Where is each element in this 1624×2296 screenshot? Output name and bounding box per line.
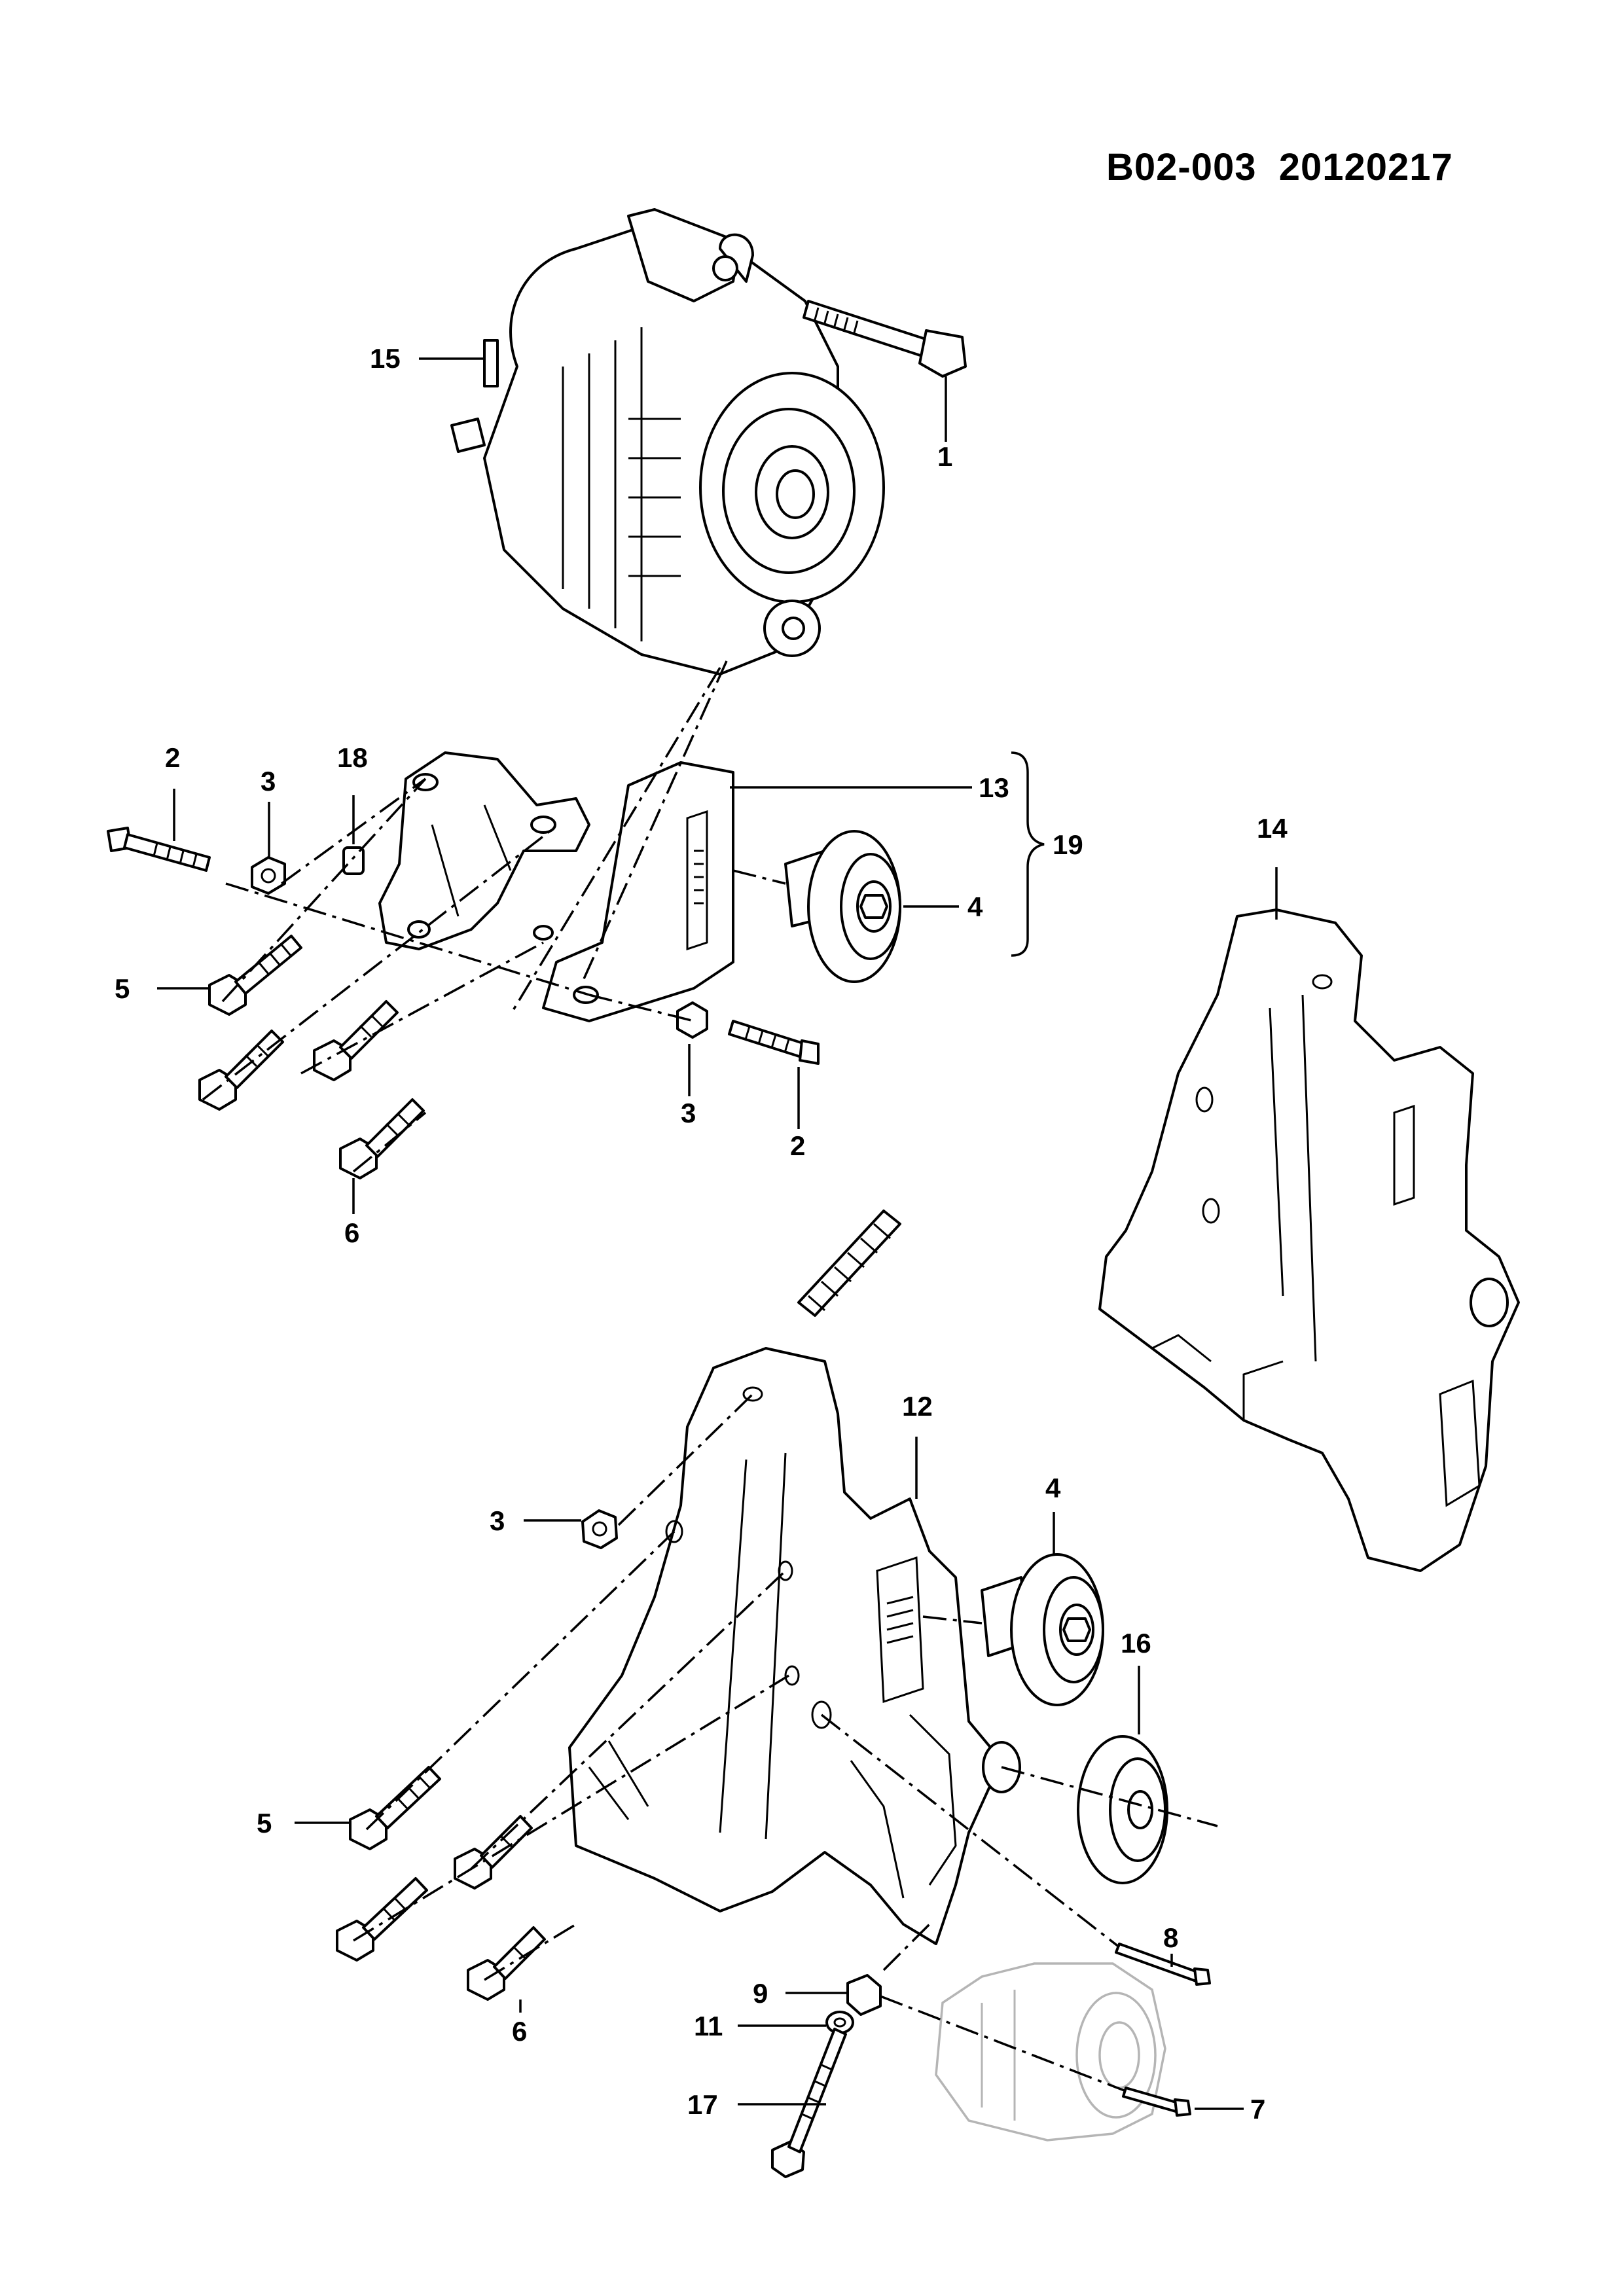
bolt-5c-lower[interactable] xyxy=(336,1877,428,1962)
washer-11[interactable] xyxy=(825,2011,854,2034)
bolt-6-upper[interactable] xyxy=(339,1098,425,1179)
pulley-16[interactable] xyxy=(1077,1735,1168,1884)
callout-18: 18 xyxy=(337,742,368,773)
callout-5-lower: 5 xyxy=(257,1808,272,1839)
callout-2-right: 2 xyxy=(790,1130,805,1161)
bolt-1[interactable] xyxy=(803,300,967,378)
callout-19: 19 xyxy=(1053,829,1083,860)
callout-6-upper: 6 xyxy=(344,1217,359,1248)
bolt-5-lower[interactable] xyxy=(349,1766,441,1850)
bolt-5b-lower[interactable] xyxy=(454,1815,533,1890)
callout-16: 16 xyxy=(1121,1628,1151,1659)
callout-7: 7 xyxy=(1250,2094,1265,2125)
bracket-12[interactable] xyxy=(568,1347,1021,1945)
bolt-5-upper[interactable] xyxy=(208,935,302,1016)
callout-15: 15 xyxy=(370,343,401,374)
callout-3-left: 3 xyxy=(261,766,276,797)
drawing-reference: B02-003 20120217 xyxy=(1106,145,1453,189)
callout-5-upper: 5 xyxy=(115,973,130,1004)
bolt-6-lower[interactable] xyxy=(467,1926,546,2001)
callout-4-lower: 4 xyxy=(1045,1473,1061,1503)
idler-pulley-lower[interactable] xyxy=(981,1553,1104,1706)
alternator[interactable] xyxy=(450,208,885,675)
tensioner-bracket-13[interactable] xyxy=(533,761,734,1022)
bolt-8[interactable] xyxy=(1115,1943,1211,1986)
callout-13: 13 xyxy=(979,772,1009,803)
drawing-code: B02-003 xyxy=(1106,146,1257,188)
bolt-5c-upper[interactable] xyxy=(313,1000,399,1081)
bolt-2-left[interactable] xyxy=(107,827,211,872)
callout-3-lower: 3 xyxy=(490,1505,505,1536)
stud-upper[interactable] xyxy=(797,1210,901,1317)
upper-bracket[interactable] xyxy=(378,751,590,950)
callouts: 15 1 2 3 18 13 19 4 5 3 2 6 14 12 3 4 16… xyxy=(115,343,1288,2125)
spacer-18[interactable] xyxy=(342,846,365,875)
callout-2-left: 2 xyxy=(165,742,180,773)
spacer-9[interactable] xyxy=(846,1974,882,2016)
callout-4-upper: 4 xyxy=(967,891,983,922)
nut-3-lower[interactable] xyxy=(581,1509,618,1549)
callout-8: 8 xyxy=(1163,1922,1178,1953)
callout-6-lower: 6 xyxy=(512,2016,527,2047)
nut-3-right[interactable] xyxy=(676,1001,708,1039)
idler-pulley-upper[interactable] xyxy=(784,830,901,983)
drawing-date: 20120217 xyxy=(1278,146,1453,188)
callout-1: 1 xyxy=(937,441,952,472)
bolt-17[interactable] xyxy=(771,2028,847,2178)
ac-compressor-reference xyxy=(935,1962,1166,2142)
leader-lines xyxy=(157,357,1278,2110)
bolt-2-right[interactable] xyxy=(728,1020,820,1065)
callout-9: 9 xyxy=(753,1978,768,2009)
callout-17: 17 xyxy=(687,2089,718,2120)
callout-11: 11 xyxy=(694,2011,723,2041)
bracket-assembly-14[interactable] xyxy=(1098,908,1520,1572)
bolt-7[interactable] xyxy=(1122,2087,1191,2117)
nut-3-left[interactable] xyxy=(251,856,286,895)
callout-12: 12 xyxy=(902,1391,933,1422)
callout-3-right: 3 xyxy=(681,1098,696,1128)
callout-14: 14 xyxy=(1257,813,1288,844)
